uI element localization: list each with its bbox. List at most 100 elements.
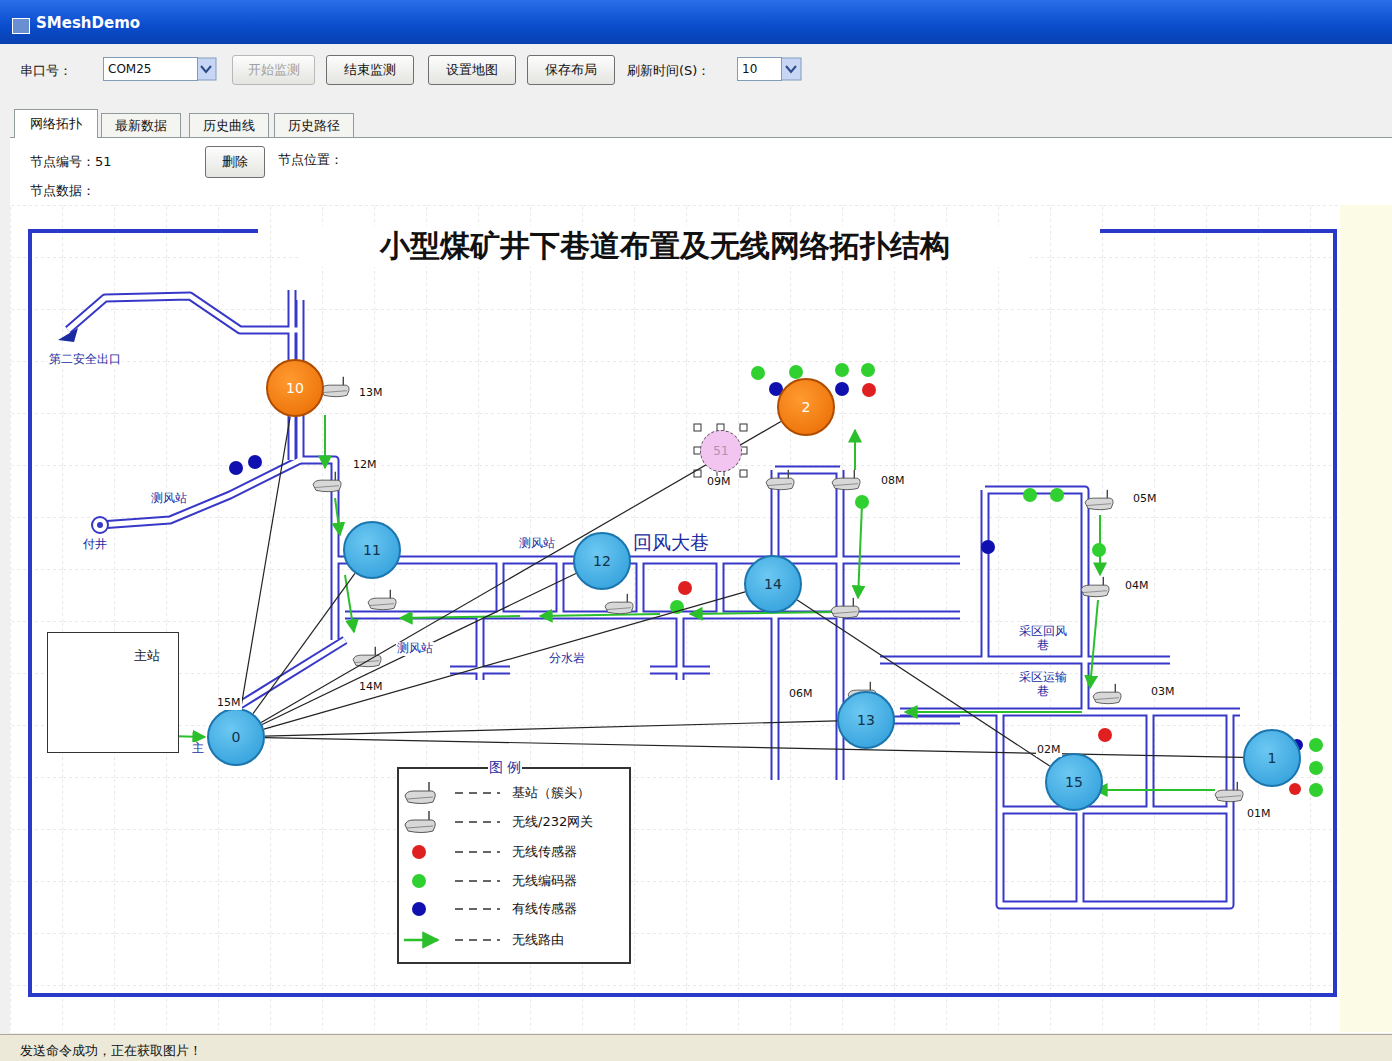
push-button: 结束监测 <box>326 55 414 85</box>
node-label: 14 <box>764 576 782 592</box>
sensor-dots-part <box>835 382 849 396</box>
legend-frame-part-part <box>455 939 500 941</box>
node-label: 历史曲线 <box>203 117 255 135</box>
side-strip <box>1340 205 1392 1032</box>
node-label: 2 <box>802 399 811 415</box>
fan-symbol <box>58 328 78 342</box>
node-label: 开始监测 <box>248 61 300 79</box>
sensor-dots-part <box>835 363 849 377</box>
combo-box: 10 <box>737 57 782 81</box>
node-circle: 0 <box>207 708 265 766</box>
node-circle: 2 <box>777 378 835 436</box>
node-label: 结束监测 <box>344 61 396 79</box>
legend-frame-part-part <box>455 908 500 910</box>
wireless-routes-part <box>400 616 520 618</box>
sensor-dots-part <box>789 365 803 379</box>
map-label: 14M <box>358 681 384 694</box>
map-label: 12M <box>352 459 378 472</box>
map-label: 03M <box>1150 686 1176 699</box>
map-label: 15M <box>216 697 242 710</box>
legend-frame-part-part <box>455 880 500 882</box>
selection-handles <box>694 424 747 477</box>
map-label: 09M <box>706 476 732 489</box>
node-label: 13 <box>857 712 875 728</box>
sensor-dots-part <box>1092 543 1106 557</box>
base-stations-part <box>1093 684 1121 704</box>
map-label: 08M <box>880 475 906 488</box>
node-label: 10 <box>286 380 304 396</box>
node-circle: 1 <box>1243 729 1301 787</box>
node-label: 1 <box>1268 750 1277 766</box>
legend-frame-part <box>398 768 630 963</box>
wireless-routes-part <box>1090 600 1098 688</box>
push-button: 保存布局 <box>527 55 615 85</box>
link-line <box>262 574 576 725</box>
node-label: 网络拓扑 <box>30 115 82 133</box>
tunnels-part <box>68 290 1240 905</box>
node-label: 51 <box>713 444 728 458</box>
sensor-dots-part <box>861 363 875 377</box>
app-icon <box>12 18 30 34</box>
map-label: 02M <box>1036 744 1062 757</box>
selection-handles-part <box>694 424 701 431</box>
sensor-dots-part <box>1309 738 1323 752</box>
sensor-dots-part <box>751 366 765 380</box>
wireless-routes <box>130 415 1215 790</box>
map-label: 04M <box>1124 580 1150 593</box>
node-label: 最新数据 <box>115 117 167 135</box>
link-line <box>265 738 1243 758</box>
node-label: 主站 <box>134 647 160 665</box>
map-label: 13M <box>358 387 384 400</box>
base-stations <box>87 377 1243 802</box>
node-label: 历史路径 <box>288 117 340 135</box>
combo-arrows-part <box>196 58 216 80</box>
base-stations-part <box>321 377 349 397</box>
legend-label: 无线编码器 <box>512 872 577 890</box>
link-line <box>264 592 745 729</box>
link-line <box>261 422 781 723</box>
base-stations-part <box>1215 782 1243 802</box>
legend-swatch <box>412 845 426 859</box>
sensor-dots-part <box>1289 783 1301 795</box>
combo-arrows-part <box>786 66 796 72</box>
node-label: 11 <box>363 542 381 558</box>
title-bar <box>0 0 1392 44</box>
base-stations-part <box>1085 490 1113 510</box>
map-label: 主 <box>191 742 205 756</box>
node-circle: 12 <box>573 532 631 590</box>
legend-frame-part-part <box>455 792 500 794</box>
map-label: 采区回风巷 <box>1016 625 1070 653</box>
base-stations-part <box>368 590 396 610</box>
wireless-routes-part <box>335 498 340 535</box>
wireless-routes-part <box>1095 789 1215 791</box>
sensor-dots-part <box>1098 728 1112 742</box>
sensor-dots <box>229 363 1323 797</box>
wireless-routes-part <box>858 505 862 598</box>
map-label: 节点编号：51 <box>30 153 112 171</box>
link-line <box>797 600 1050 766</box>
legend-label: 无线路由 <box>512 931 564 949</box>
sensor-dots-part <box>229 461 243 475</box>
legend-label: 无线/232网关 <box>512 813 593 831</box>
legend-frame-part <box>405 811 435 833</box>
sensor-dots-part <box>1309 761 1323 775</box>
wireless-routes-part <box>540 614 660 616</box>
map-label: 采区运输巷 <box>1016 671 1070 699</box>
wireless-routes-part <box>345 575 354 632</box>
node-circle: 13 <box>837 691 895 749</box>
shaft-symbol-part <box>92 517 108 533</box>
wireless-routes-part <box>905 711 1082 713</box>
node-label: 10 <box>742 62 757 76</box>
map-label: 06M <box>788 688 814 701</box>
map-label: 测风站 <box>150 492 188 506</box>
base-stations-part <box>313 472 341 492</box>
map-label: SMeshDemo <box>36 14 140 32</box>
map-label: 付井 <box>82 538 108 552</box>
map-label: 分水岩 <box>548 652 586 666</box>
node-label: 12 <box>593 553 611 569</box>
link-line <box>265 721 837 736</box>
wireless-routes-part <box>854 430 856 470</box>
legend-frame-part <box>404 939 438 942</box>
base-stations-part <box>831 598 859 618</box>
base-stations-part <box>766 470 794 490</box>
